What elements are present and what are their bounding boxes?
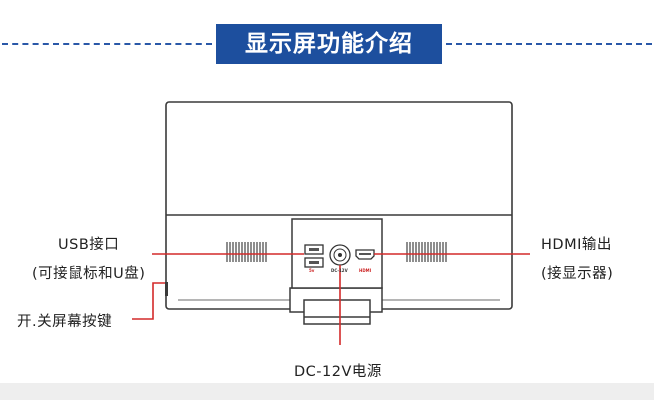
hdmi-label-line1: HDMI输出 (541, 237, 612, 253)
callout-lines (132, 253, 530, 345)
footer-band (0, 383, 654, 400)
hdmi-port-label: HDMI (359, 268, 372, 273)
title-dash-right (446, 43, 652, 45)
stand-mount (289, 287, 383, 325)
power-button-label: 开.关屏幕按键 (17, 314, 113, 330)
usb-port-icon (304, 244, 324, 268)
hdmi-label-line2: (接显示器) (541, 266, 614, 282)
dc-port-label: DC-12V (331, 268, 348, 273)
usb-label-line1: USB接口 (58, 237, 120, 253)
page-title: 显示屏功能介绍 (216, 24, 442, 64)
vent-left (226, 242, 267, 262)
usb-port-label: 5v (309, 268, 315, 273)
hdmi-port-icon (355, 249, 375, 260)
dc-jack-icon (329, 244, 351, 266)
dc-power-label: DC-12V电源 (294, 364, 382, 380)
title-dash-left (2, 43, 212, 45)
power-button-icon (165, 282, 168, 296)
usb-label-line2: (可接鼠标和U盘) (32, 266, 146, 282)
vent-right (406, 242, 447, 262)
